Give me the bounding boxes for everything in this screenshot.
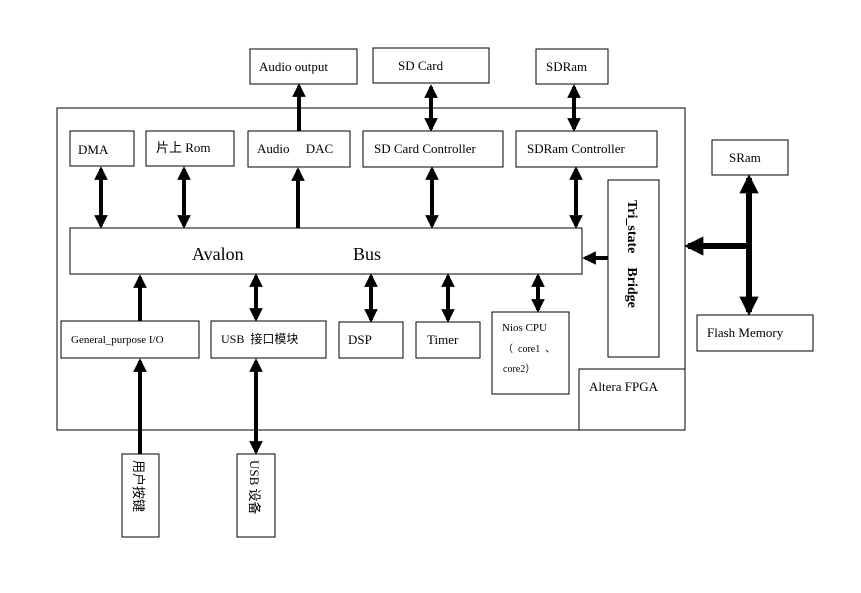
sram-box [711,139,789,176]
altera-fpga-label: Altera FPGA [589,379,659,394]
onchip-rom-box [145,130,235,167]
sd-card-box [372,47,490,84]
sram-label: SRam [729,150,761,165]
sdram-label: SDRam [546,59,587,74]
nios-cpu-label-line1: Nios CPU [502,322,547,334]
bus-label: Bus [353,244,381,264]
sd-card-label: SD Card [398,58,444,73]
tristate-bridge-label: Tri_state Bridge [624,200,639,308]
dsp-label: DSP [348,332,372,347]
dma-label: DMA [78,142,109,157]
user-keys-box [121,453,160,538]
sdram-controller-box [515,130,658,168]
dsp-box [338,321,404,359]
audio-dac-label: Audio DAC [257,141,333,156]
usb-module-label: USB 接口模块 [221,331,298,346]
usb-device-label: USB 设备 [247,460,262,515]
sd-card-controller-label: SD Card Controller [374,141,476,156]
nios-cpu-label-line3: core2） [503,363,535,375]
nios-cpu-label-line2: （ core1 、 [503,343,555,355]
altera-fpga-label-box [578,368,686,431]
sdram-box [535,48,609,85]
gpio-box [60,320,200,359]
gpio-label: General_purpose I/O [71,334,164,346]
sdram-controller-label: SDRam Controller [527,141,626,156]
audio-dac-box [247,130,351,168]
tristate-bridge-box [607,179,660,358]
dma-box [69,130,135,167]
user-keys-label: 用户按键 [131,460,146,512]
flash-memory-label: Flash Memory [707,325,784,340]
usb-module-box [210,320,327,359]
avalon-bus-box [69,227,583,275]
onchip-rom-label: 片上 Rom [156,140,211,155]
nios-cpu-box [491,311,570,395]
audio-output-box [249,48,358,85]
usb-device-box [236,453,276,538]
audio-output-label: Audio output [259,59,328,74]
flash-memory-box [696,314,814,352]
timer-label: Timer [427,332,459,347]
timer-box [415,321,481,359]
avalon-label: Avalon [192,244,244,264]
